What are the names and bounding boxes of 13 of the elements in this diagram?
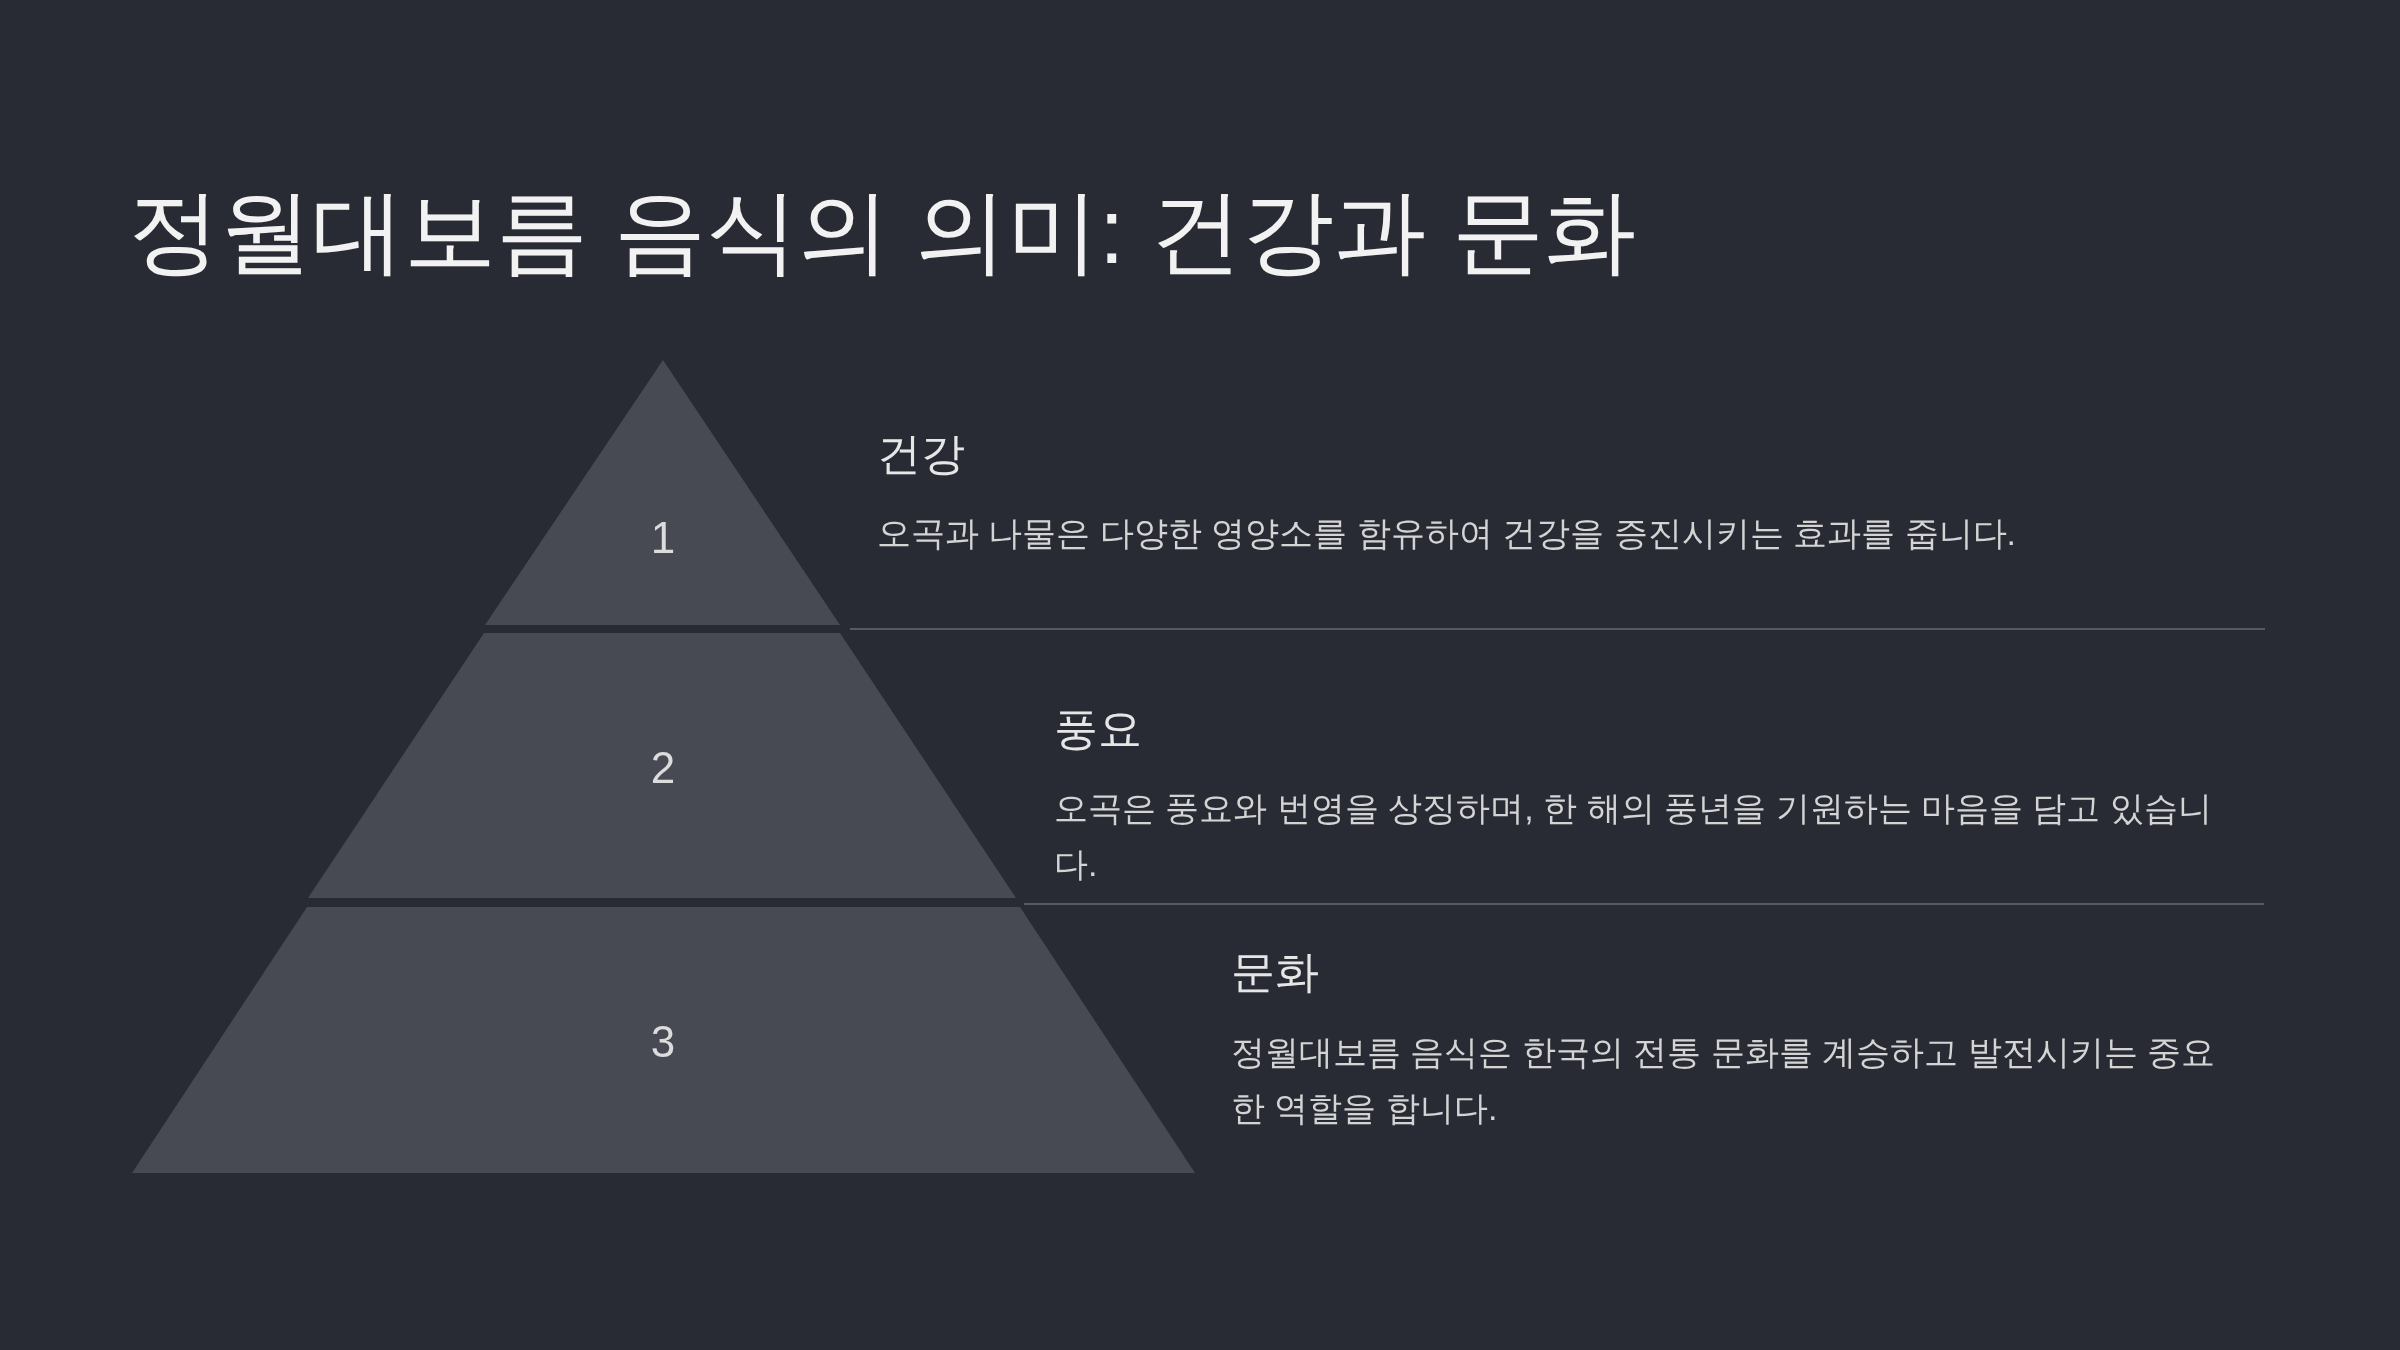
tier-heading: 풍요 (1054, 703, 1142, 755)
tier-heading: 건강 (877, 428, 965, 480)
slide-title: 정월대보름 음식의 의미: 건강과 문화 (128, 179, 1636, 284)
tier-description: 정월대보름 음식은 한국의 전통 문화를 계승하고 발전시키는 중요한 역할을 합니다. (1231, 1032, 2217, 1129)
tier-number: 3 (650, 1017, 676, 1067)
tier-description: 오곡과 나물은 다양한 영양소를 함유하여 건강을 증진시키는 효과를 줍니다. (877, 513, 2018, 554)
tier-heading: 문화 (1231, 946, 1319, 998)
tier-number: 1 (650, 513, 676, 563)
tier-number: 2 (650, 743, 676, 793)
pyramid-tier (308, 633, 1016, 898)
pyramid-tier (132, 907, 1195, 1173)
tier-description: 오곡은 풍요와 번영을 상징하며, 한 해의 풍년을 기원하는 마음을 담고 있습니다. (1054, 788, 2213, 885)
pyramid-tier (485, 360, 840, 625)
